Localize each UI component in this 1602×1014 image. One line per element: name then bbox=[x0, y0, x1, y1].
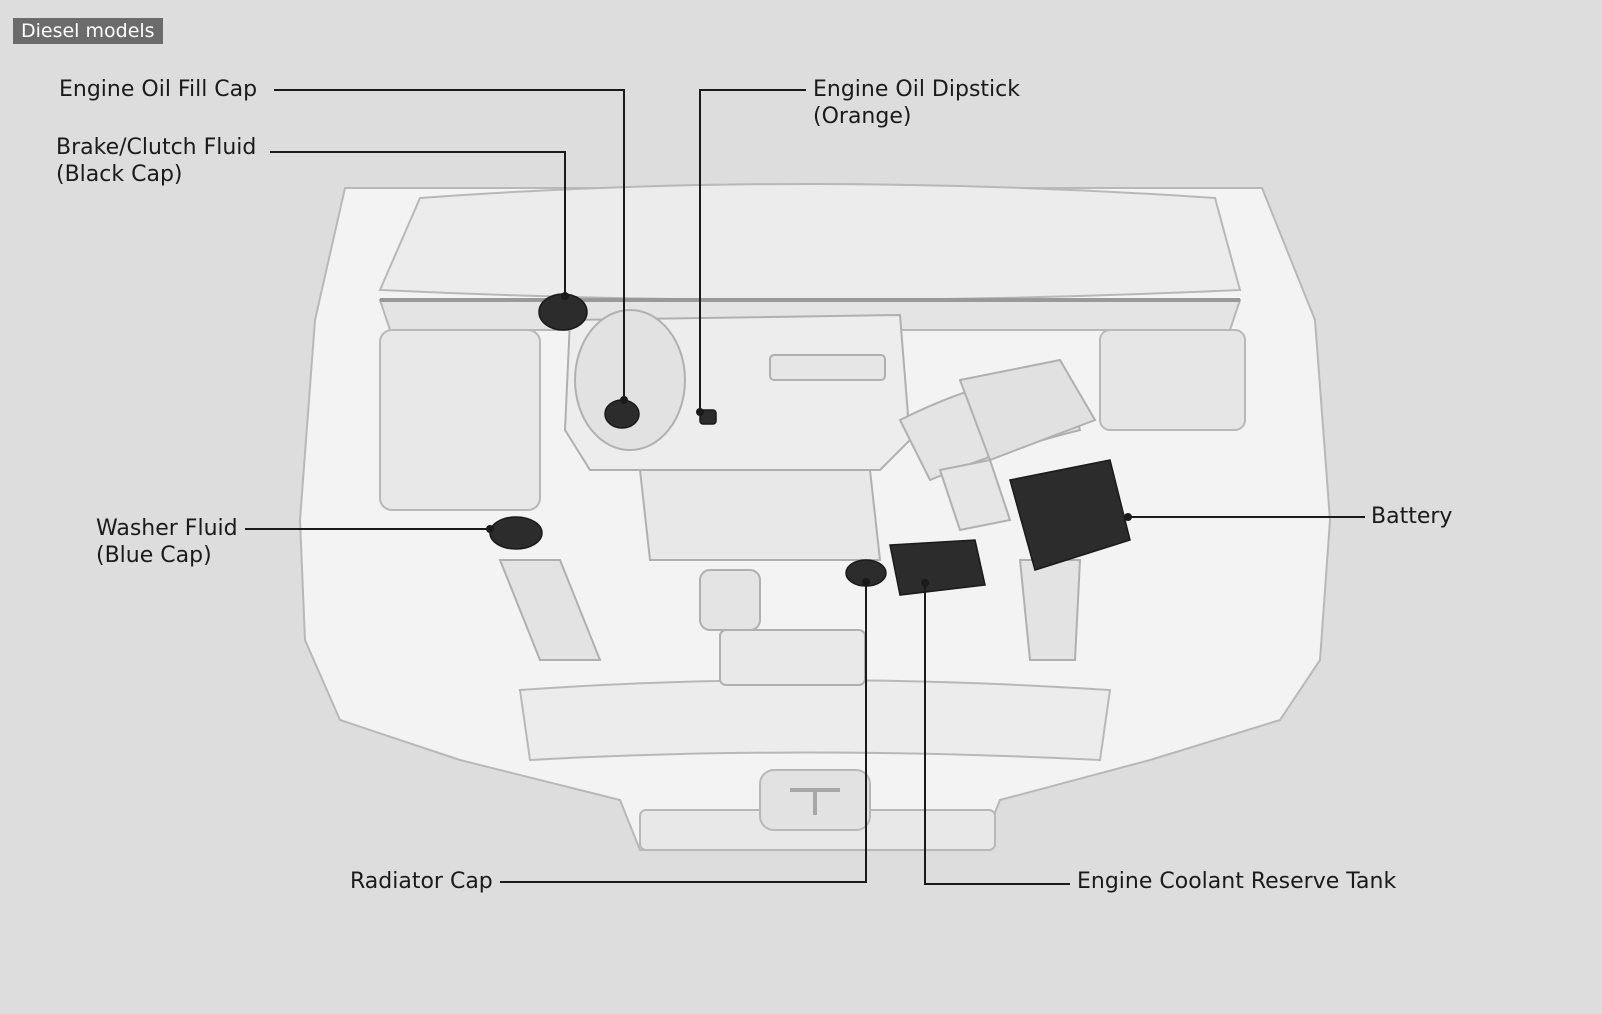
label-radiator-cap: Radiator Cap bbox=[350, 869, 493, 894]
engine-block bbox=[380, 298, 1240, 686]
dark-components bbox=[489, 293, 1131, 596]
coolant-tank-icon bbox=[889, 539, 986, 596]
dipstick-handle-icon bbox=[699, 409, 717, 425]
label-engine-coolant-reserve-tank: Engine Coolant Reserve Tank bbox=[1077, 869, 1397, 894]
leader-brake-clutch-fluid bbox=[270, 151, 566, 296]
label-brake-clutch-fluid: Brake/Clutch Fluid (Black Cap) bbox=[56, 135, 257, 187]
leader-lines bbox=[245, 89, 1365, 885]
model-badge: Diesel models bbox=[13, 18, 163, 44]
leader-engine-oil-fill-cap bbox=[274, 89, 625, 400]
leader-engine-oil-dipstick bbox=[699, 89, 806, 412]
label-engine-oil-fill-cap: Engine Oil Fill Cap bbox=[59, 77, 258, 102]
leader-radiator-cap bbox=[500, 582, 867, 883]
oil-fill-cap-icon bbox=[604, 399, 640, 429]
label-engine-oil-dipstick: Engine Oil Dipstick (Orange) bbox=[813, 77, 1020, 129]
battery-icon bbox=[1009, 459, 1131, 571]
leader-engine-coolant-reserve-tank bbox=[924, 583, 1070, 885]
washer-fluid-cap-icon bbox=[489, 516, 543, 550]
label-battery: Battery bbox=[1371, 504, 1453, 529]
leader-dots bbox=[486, 292, 1132, 587]
label-washer-fluid: Washer Fluid (Blue Cap) bbox=[96, 516, 238, 568]
